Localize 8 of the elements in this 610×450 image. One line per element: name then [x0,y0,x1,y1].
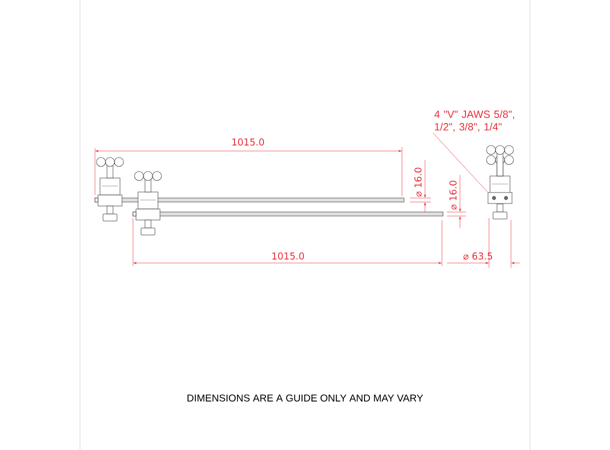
dimension-text: ⌀ 16.0 [449,180,457,210]
dimension-text: 1015.0 [272,252,304,260]
caption: DIMENSIONS ARE A GUIDE ONLY AND MAY VARY [188,394,424,402]
dimension-text: ⌀ 63.5 [463,252,492,260]
dimension-text: ⌀ 16.0 [414,168,422,197]
leader-line [432,132,488,192]
callout-text: 4 "V" JAWS 5/8", 1/2", 3/8", 1/4" [434,110,514,132]
dimension-text: 1015.0 [232,138,264,146]
